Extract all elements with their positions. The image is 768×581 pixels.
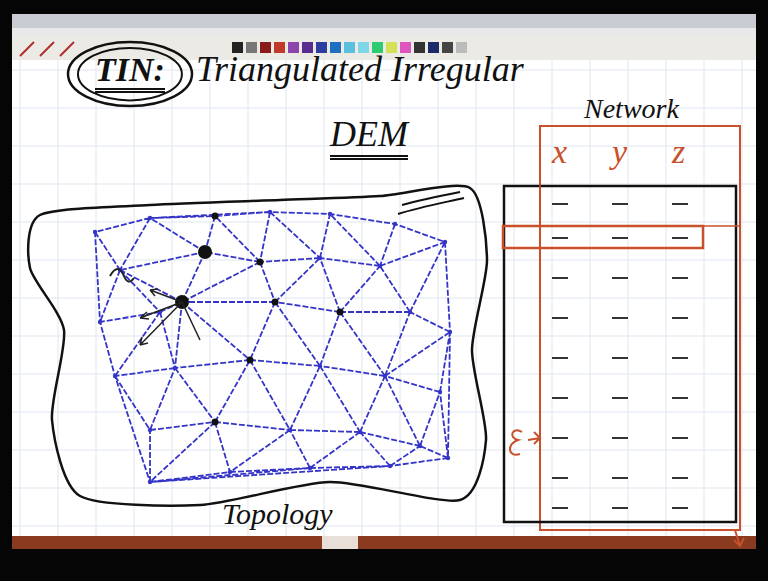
- cell-dash: [612, 507, 628, 509]
- table-cell-dashes: [552, 204, 688, 508]
- table-scroll-arrow: [734, 530, 744, 546]
- cell-dash: [612, 357, 628, 359]
- mesh-vertex: [448, 330, 452, 334]
- page-ground: [12, 60, 756, 538]
- mesh-vertex: [198, 245, 212, 259]
- mesh-vertex: [443, 240, 447, 244]
- mesh-vertex: [148, 480, 152, 484]
- cell-dash: [672, 477, 688, 479]
- mesh-vertex: [93, 230, 97, 234]
- cell-dash: [552, 237, 568, 239]
- row-highlight: [503, 226, 703, 248]
- mesh-vertex: [318, 256, 322, 260]
- tin-mesh: [95, 212, 450, 482]
- window-title-bar: [12, 14, 756, 28]
- mesh-vertex: [383, 374, 387, 378]
- tin-circle-outer: [68, 42, 192, 106]
- cell-dash: [612, 477, 628, 479]
- title-text: Triangulated Irregular: [196, 50, 524, 90]
- title-text: Network: [584, 94, 679, 125]
- cell-dash: [672, 507, 688, 509]
- scroll-bar: [12, 536, 756, 549]
- mesh-vertex: [268, 210, 272, 214]
- dem-label: DEM: [330, 115, 408, 160]
- mesh-vertex: [337, 309, 344, 316]
- cell-dash: [612, 397, 628, 399]
- cell-dash: [552, 357, 568, 359]
- cell-dash: [672, 437, 688, 439]
- mesh-vertex: [408, 310, 412, 314]
- dem-pointer-line: [402, 192, 460, 205]
- mesh-vertex: [446, 456, 450, 460]
- mesh-vertex: [228, 470, 232, 474]
- cell-dash: [552, 477, 568, 479]
- menu-bar: [12, 28, 756, 38]
- mesh-vertex: [212, 419, 219, 426]
- cell-dash: [672, 237, 688, 239]
- acronym-text: TIN:: [95, 51, 165, 93]
- cell-dash: [612, 277, 628, 279]
- mesh-vertex: [173, 366, 177, 370]
- mesh-vertex: [113, 374, 117, 378]
- mesh-vertex: [257, 259, 264, 266]
- column-header: x: [552, 133, 567, 170]
- cell-dash: [672, 277, 688, 279]
- mesh-vertex: [308, 466, 312, 470]
- cell-dash: [552, 277, 568, 279]
- mesh-vertex: [148, 428, 152, 432]
- table-outline-black: [504, 186, 736, 522]
- circled-acronym: TIN:: [75, 45, 185, 103]
- cell-dash: [552, 397, 568, 399]
- mesh-vertex: [378, 264, 382, 268]
- mesh-vertex: [438, 390, 442, 394]
- dem-pointer-line: [398, 198, 464, 214]
- page-grid: [12, 60, 756, 536]
- cell-dash: [672, 203, 688, 205]
- cell-dash: [672, 317, 688, 319]
- scroll-thumb: [322, 536, 358, 549]
- cell-dash: [672, 397, 688, 399]
- cell-dash: [612, 203, 628, 205]
- mesh-vertex: [212, 213, 219, 220]
- mesh-vertex: [98, 320, 102, 324]
- mesh-vertex: [418, 444, 422, 448]
- mesh-vertex: [358, 430, 362, 434]
- column-header: y: [612, 133, 627, 170]
- mesh-vertices: [93, 210, 452, 484]
- cell-dash: [552, 437, 568, 439]
- mesh-vertex: [318, 364, 322, 368]
- cell-dash: [672, 357, 688, 359]
- cell-dash: [552, 507, 568, 509]
- row-pointer-squiggle: [510, 430, 540, 454]
- cell-dash: [612, 237, 628, 239]
- mesh-vertex: [148, 216, 152, 220]
- neighbour-arrows: [110, 269, 200, 345]
- table-divider: [540, 180, 740, 226]
- circle-stroke: [78, 48, 182, 100]
- cell-dash: [612, 317, 628, 319]
- mesh-vertex: [388, 464, 392, 468]
- mesh-vertex: [288, 428, 292, 432]
- mesh-vertex: [393, 222, 397, 226]
- cell-dash: [552, 203, 568, 205]
- region-outline: [28, 186, 487, 506]
- mesh-vertex: [247, 357, 254, 364]
- mesh-vertex: [272, 299, 279, 306]
- cell-dash: [612, 437, 628, 439]
- column-header: z: [672, 133, 685, 170]
- mesh-vertex: [328, 212, 332, 216]
- cell-dash: [552, 317, 568, 319]
- topology-label: Topology: [222, 497, 333, 530]
